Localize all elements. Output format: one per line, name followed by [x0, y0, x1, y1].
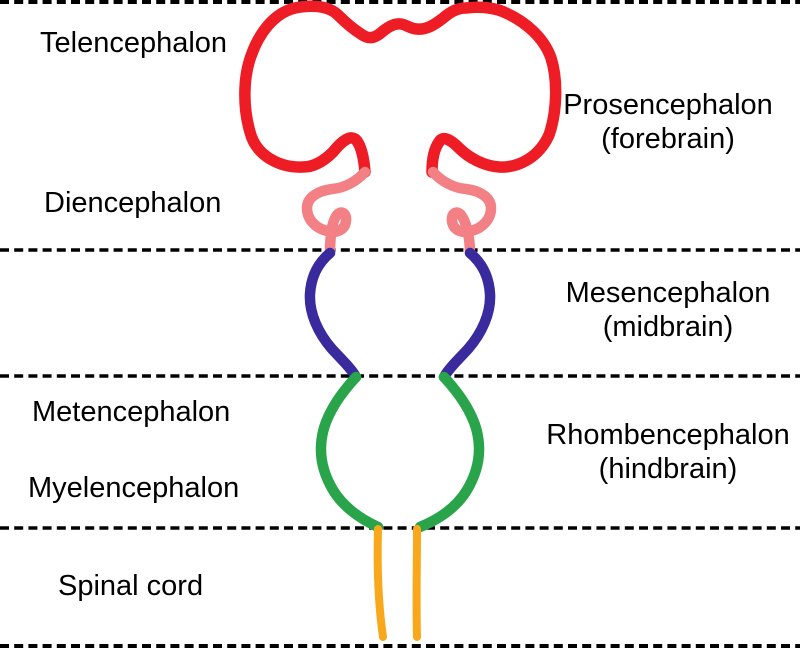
label-mesencephalon: Mesencephalon (midbrain): [533, 276, 800, 344]
label-diencephalon: Diencephalon: [44, 187, 222, 219]
label-mesencephalon-line1: Mesencephalon: [565, 277, 771, 309]
label-telencephalon: Telencephalon: [40, 27, 228, 59]
label-rhombencephalon-line2: (hindbrain): [598, 453, 738, 485]
diencephalon-outline-left: [301, 166, 371, 259]
label-metencephalon: Metencephalon: [32, 396, 231, 428]
label-mesencephalon-line2: (midbrain): [602, 311, 734, 343]
label-rhombencephalon-line1: Rhombencephalon: [546, 419, 790, 451]
label-rhombencephalon: Rhombencephalon (hindbrain): [533, 418, 800, 486]
label-spinal-cord: Spinal cord: [58, 570, 204, 602]
label-prosencephalon: Prosencephalon (forebrain): [533, 88, 800, 156]
label-prosencephalon-line1: Prosencephalon: [563, 89, 773, 121]
label-myelencephalon: Myelencephalon: [28, 472, 240, 504]
rhombencephalon-outline-right: [414, 371, 485, 533]
mesencephalon-outline-left: [304, 247, 362, 383]
label-prosencephalon-line2: (forebrain): [601, 123, 735, 155]
rhombencephalon-outline-left: [315, 371, 384, 533]
spinal-cord-line-left: [373, 525, 387, 641]
prosencephalon-telencephalon-outline: [239, 0, 562, 178]
diencephalon-outline-right: [427, 166, 497, 259]
mesencephalon-outline-right: [438, 247, 496, 383]
